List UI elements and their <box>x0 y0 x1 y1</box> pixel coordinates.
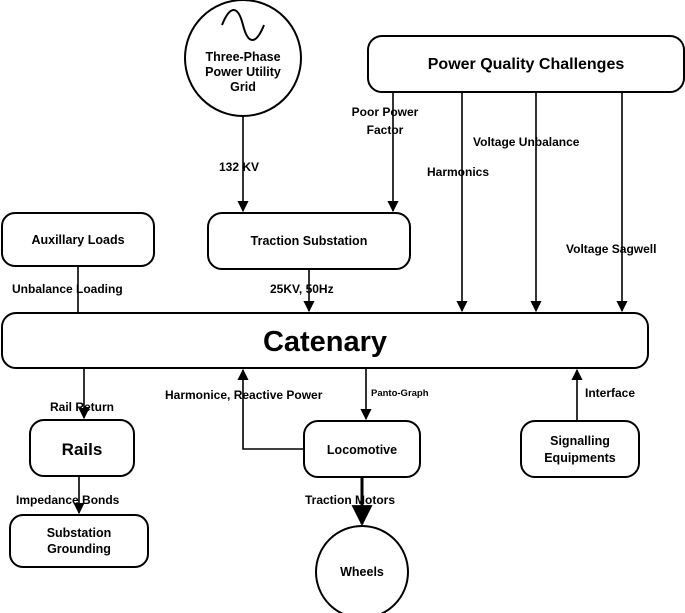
signalling-label-line1: Signalling <box>550 434 610 448</box>
label-harmonice-reactive: Harmonice, Reactive Power <box>165 388 323 402</box>
node-wheels: Wheels <box>315 525 409 613</box>
rails-label: Rails <box>62 440 103 459</box>
traction-substation-label: Traction Substation <box>251 234 368 248</box>
label-panto-graph: Panto-Graph <box>371 388 429 399</box>
label-rail-return: Rail Return <box>50 400 114 414</box>
grid-label-line1: Three-Phase <box>205 50 280 64</box>
node-traction-substation: Traction Substation <box>207 212 411 270</box>
label-impedance-bonds: Impedance Bonds <box>16 493 120 507</box>
label-poor-pf-line1: Poor Power <box>352 105 419 119</box>
node-locomotive: Locomotive <box>303 420 421 478</box>
signalling-label-line2: Equipments <box>544 451 616 465</box>
node-catenary: Catenary <box>1 312 649 369</box>
edge-locomotive-catenary <box>237 368 304 450</box>
label-unbalance-loading: Unbalance Loading <box>12 282 123 296</box>
label-voltage-sagwell: Voltage Sagwell <box>566 242 656 256</box>
grounding-label-line2: Grounding <box>47 542 111 556</box>
node-grid: Three-Phase Power Utility Grid <box>184 0 302 117</box>
node-rails: Rails <box>29 419 135 477</box>
label-132kv: 132 KV <box>219 160 259 174</box>
grounding-label-line1: Substation <box>47 526 112 540</box>
label-traction-motors: Traction Motors <box>305 493 395 507</box>
label-interface: Interface <box>585 386 635 400</box>
wheels-label: Wheels <box>340 565 384 579</box>
label-25kv: 25KV, 50Hz <box>270 282 334 296</box>
node-substation-grounding: Substation Grounding <box>9 514 149 568</box>
grid-label-line2: Power Utility <box>205 65 281 79</box>
auxillary-loads-label: Auxillary Loads <box>31 233 124 247</box>
node-power-quality: Power Quality Challenges <box>367 35 685 93</box>
node-auxillary-loads: Auxillary Loads <box>1 212 155 267</box>
power-quality-label: Power Quality Challenges <box>428 56 625 73</box>
grid-label-line3: Grid <box>230 80 256 94</box>
locomotive-label: Locomotive <box>327 443 397 457</box>
label-harmonics: Harmonics <box>427 165 489 179</box>
label-voltage-unbalance: Voltage Unbalance <box>473 135 580 149</box>
label-poor-pf-line2: Factor <box>367 123 404 137</box>
catenary-label: Catenary <box>263 326 387 358</box>
node-signalling: Signalling Equipments <box>520 420 640 478</box>
sine-wave-icon <box>221 9 265 41</box>
